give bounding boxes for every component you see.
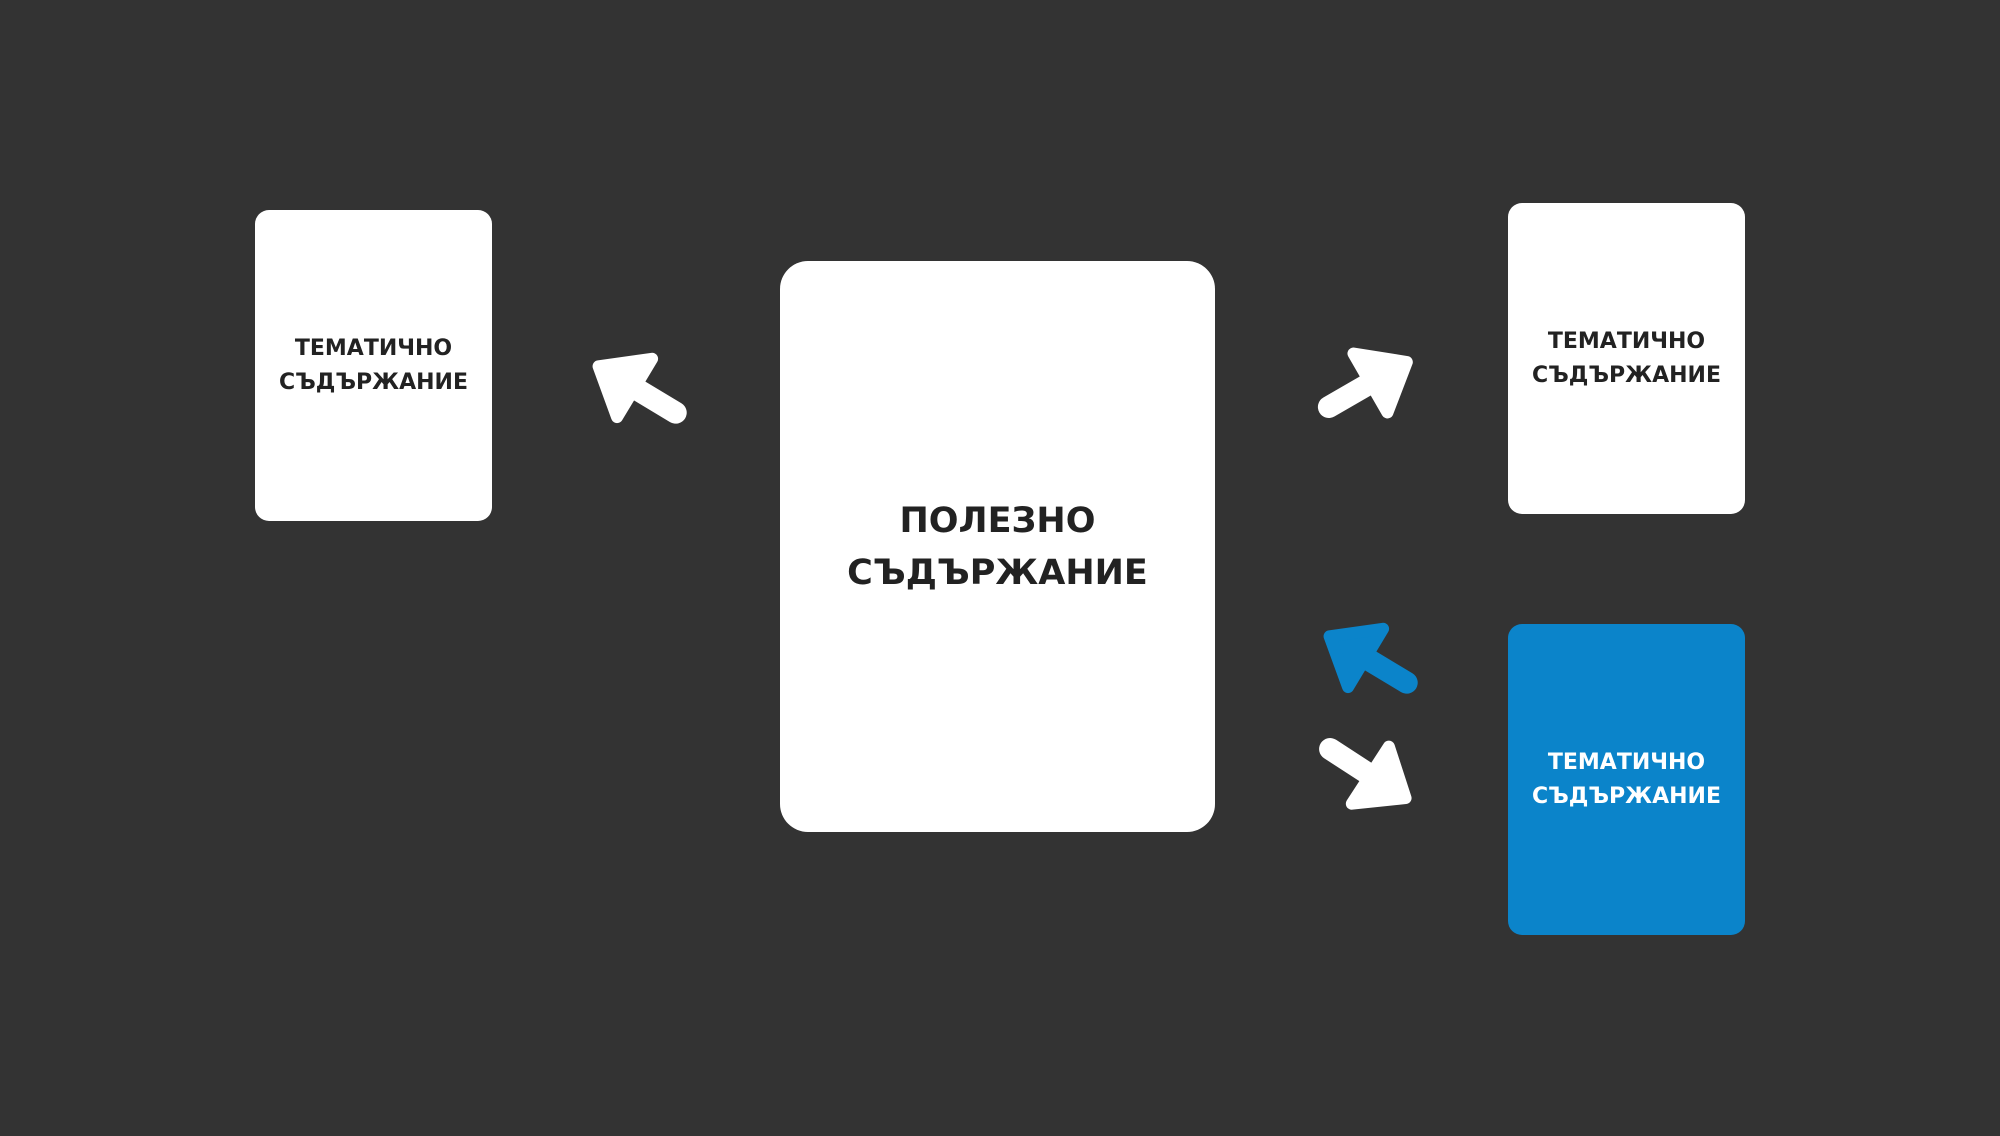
main-content-card: ПОЛЕЗНО СЪДЪРЖАНИЕ — [780, 261, 1215, 832]
left-topic-card: ТЕМАТИЧНО СЪДЪРЖАНИЕ — [255, 210, 492, 521]
arrow-right-bottom-to-main — [1312, 607, 1424, 712]
arrow-main-to-right-bottom — [1312, 721, 1425, 827]
right-top-topic-card: ТЕМАТИЧНО СЪДЪРЖАНИЕ — [1508, 203, 1745, 514]
arrow-main-to-right-top — [1312, 333, 1424, 437]
main-content-label: ПОЛЕЗНО СЪДЪРЖАНИЕ — [847, 500, 1148, 593]
arrow-main-to-left — [581, 337, 693, 442]
right-bottom-topic-card: ТЕМАТИЧНО СЪДЪРЖАНИЕ — [1508, 624, 1745, 935]
left-topic-label: ТЕМАТИЧНО СЪДЪРЖАНИЕ — [278, 335, 468, 395]
right-top-topic-label: ТЕМАТИЧНО СЪДЪРЖАНИЕ — [1531, 328, 1721, 388]
right-bottom-topic-label: ТЕМАТИЧНО СЪДЪРЖАНИЕ — [1531, 749, 1721, 809]
